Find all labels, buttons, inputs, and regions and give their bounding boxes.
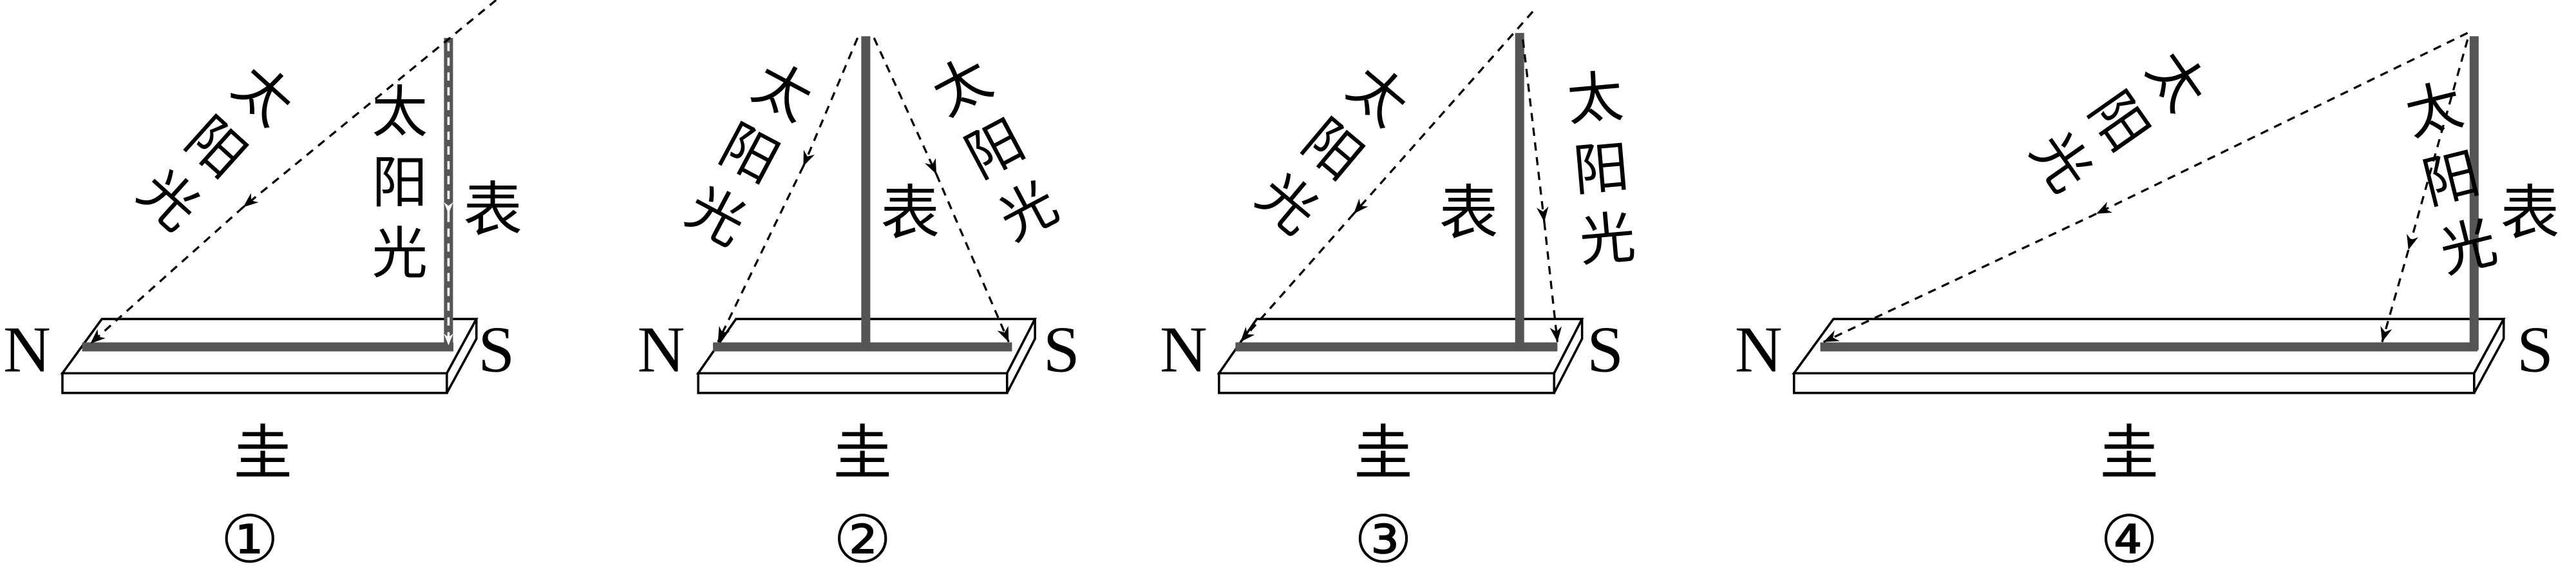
sunlight-label-oblique: 太阳光 bbox=[2006, 33, 2217, 207]
panel-number: ④ bbox=[2099, 505, 2158, 577]
sun-ray-right-2 bbox=[935, 173, 1010, 343]
gnomon-label: 表 bbox=[2501, 178, 2560, 247]
plank-label: 圭 bbox=[1354, 419, 1413, 488]
sun-ray-short-2 bbox=[2380, 249, 2410, 343]
sun-ray-long-2 bbox=[1823, 213, 2097, 343]
plank-label: 圭 bbox=[2099, 419, 2159, 488]
sunlight-label-oblique: 太阳光 bbox=[113, 47, 303, 248]
panel-4: 太阳光 太阳光 表 N S 圭 ④ bbox=[1735, 32, 2560, 577]
gnomon-label: 表 bbox=[880, 178, 940, 247]
north-label: N bbox=[1160, 314, 1208, 387]
plank-label: 圭 bbox=[233, 419, 292, 488]
panel-1: 太阳光 太阳光 表 N S 圭 ① bbox=[3, 0, 522, 577]
north-label: N bbox=[3, 314, 51, 387]
sun-ray-left-2 bbox=[717, 166, 804, 343]
plank bbox=[60, 318, 478, 394]
sun-ray-long bbox=[1352, 10, 1534, 215]
sun-ray-short-2 bbox=[1543, 222, 1562, 342]
south-label: S bbox=[1043, 314, 1080, 387]
south-label: S bbox=[478, 314, 515, 387]
north-label: N bbox=[1735, 314, 1783, 387]
panel-3: 太阳光 太阳光 表 N S 圭 ③ bbox=[1160, 10, 1638, 577]
plank bbox=[1792, 318, 2506, 394]
sun-ray-long bbox=[2096, 32, 2468, 215]
sunlight-label-oblique: 太阳光 bbox=[1232, 48, 1418, 253]
panel-number: ② bbox=[833, 505, 892, 577]
oblique-sun-ray-2 bbox=[90, 206, 244, 345]
gnomon-label: 表 bbox=[1439, 178, 1499, 247]
oblique-sun-ray bbox=[242, 0, 497, 208]
panel-2: 太阳光 太阳光 表 N S 圭 ② bbox=[638, 36, 1080, 577]
panel-number: ① bbox=[220, 505, 279, 577]
sunlight-label-vertical: 太阳光 bbox=[1555, 66, 1638, 284]
sunlight-label-vertical: 太阳光 bbox=[362, 82, 427, 294]
sun-ray-short bbox=[1522, 39, 1549, 222]
south-label: S bbox=[1587, 314, 1624, 387]
plank-label: 圭 bbox=[833, 419, 892, 488]
gnomon-label: 表 bbox=[463, 175, 522, 244]
sunlight-label-left: 太阳光 bbox=[664, 47, 821, 265]
plank bbox=[1217, 318, 1584, 394]
south-label: S bbox=[2517, 314, 2553, 387]
sun-ray-left bbox=[802, 37, 859, 167]
north-label: N bbox=[638, 314, 685, 387]
sun-ray-right bbox=[873, 37, 938, 175]
panel-number: ③ bbox=[1354, 505, 1412, 577]
sun-ray-short bbox=[2407, 39, 2469, 251]
sunlight-label-steep: 太阳光 bbox=[2390, 74, 2505, 296]
